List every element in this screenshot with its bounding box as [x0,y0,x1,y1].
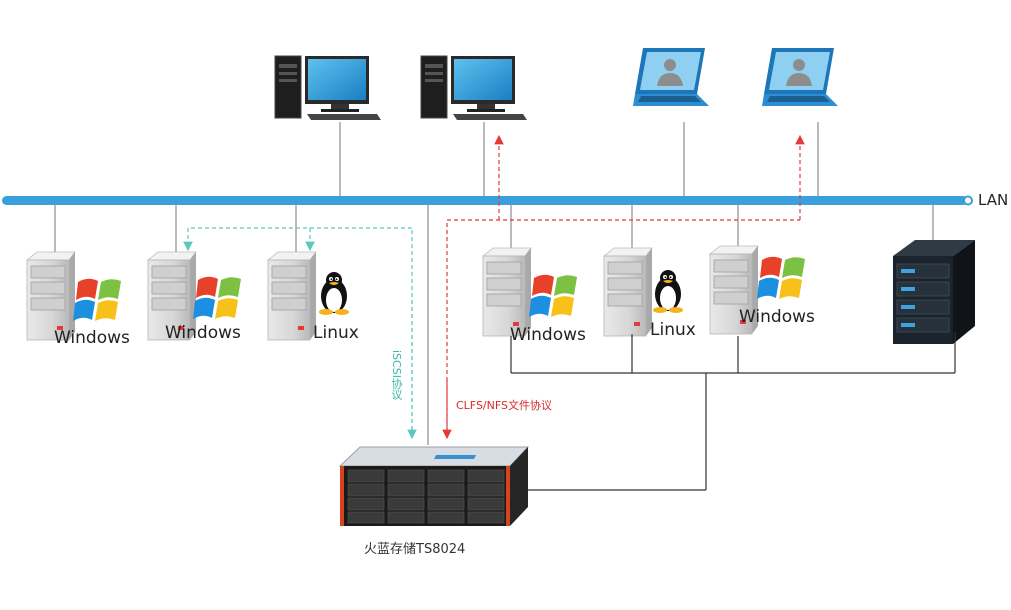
server-windows-3 [482,247,577,337]
client-desktop-2 [420,55,528,121]
server-windows-1 [26,251,121,341]
storage-link [510,332,956,495]
nfs-path [442,134,805,440]
server-os-label: Windows [54,328,130,348]
iscsi-path [183,227,417,440]
storage-label: 火蓝存储TS8024 [364,542,466,557]
nfs-label: CLFS/NFS文件协议 [456,399,552,412]
client-desktop-1 [274,55,382,121]
client-laptop-1 [633,48,709,106]
server-os-label: Windows [739,307,815,327]
server-os-label: Windows [510,325,586,345]
iscsi-label: iSCSI协议 [390,350,403,400]
lan-bus-end [963,195,973,206]
storage-array [338,446,530,526]
lan-bus [2,196,968,205]
server-os-label: Linux [313,323,359,343]
lan-label: LAN [978,191,1009,209]
server-os-label: Windows [165,323,241,343]
rack-server [892,239,976,345]
client-laptop-2 [762,48,838,106]
server-os-label: Linux [650,320,696,340]
